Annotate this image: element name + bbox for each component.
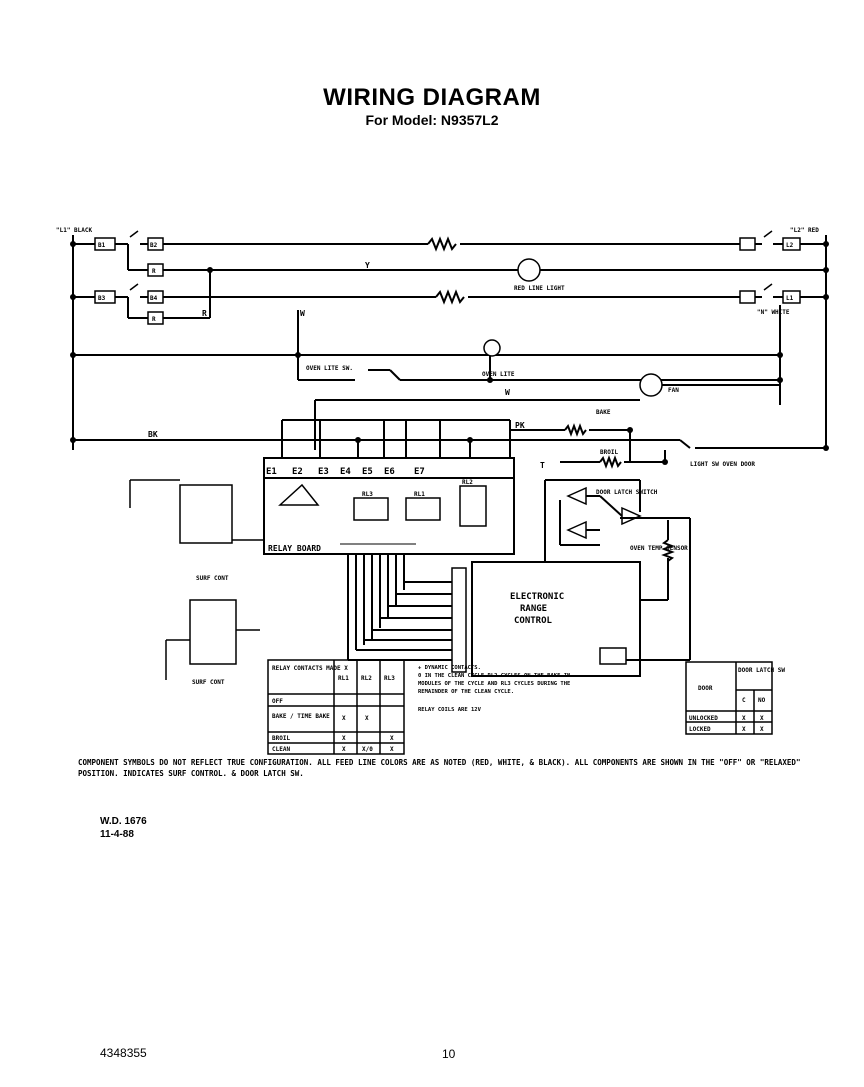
terminal-r2-label: R (152, 316, 156, 323)
wire-code: T (540, 461, 545, 470)
relay-row-rl2: X (365, 715, 369, 722)
latch-subheader: C (742, 697, 746, 704)
pin-label: E6 (384, 467, 395, 477)
relay-row-rl1: X (342, 735, 346, 742)
relay-board-label: RELAY BOARD (268, 544, 321, 553)
part-number: 4348355 (100, 1046, 147, 1060)
component-note: COMPONENT SYMBOLS DO NOT REFLECT TRUE CO… (78, 758, 801, 778)
latch-row-label: UNLOCKED (689, 715, 718, 722)
relay-table-header: RL3 (384, 675, 395, 682)
latch-table (685, 661, 773, 735)
terminal-l2-label: L2 (786, 242, 794, 249)
relay-label: RL1 (414, 491, 425, 498)
relay-row-label: OFF (272, 698, 283, 705)
latch-row-c: X (742, 715, 746, 722)
fan-label: FAN (668, 387, 679, 394)
latch-subheader: NO (758, 697, 766, 704)
terminal-b2-label: B2 (150, 242, 158, 249)
wd-number: W.D. 1676 (100, 816, 147, 827)
relay-row-label: CLEAN (272, 746, 290, 753)
latch-row-c: X (742, 726, 746, 733)
oven-temp-sensor-label: OVEN TEMP SENSOR (630, 545, 688, 552)
control-line-1: ELECTRONIC (510, 592, 564, 602)
latch-row-no: X (760, 715, 764, 722)
page-number: 10 (442, 1047, 456, 1061)
latch-header: DOOR (698, 685, 713, 692)
terminal-l1 (782, 290, 801, 304)
terminal-l2 (782, 237, 801, 251)
wire-code: BK (148, 430, 158, 439)
terminal-b3 (94, 290, 116, 304)
relay-table-header: RELAY CONTACTS MADE X (272, 665, 348, 672)
surf-cont-2-label: SURF CONT (192, 679, 225, 686)
light-sw-label: LIGHT SW OVEN DOOR (690, 461, 755, 468)
control-line-2: RANGE (520, 604, 547, 614)
pin-label: E7 (414, 467, 425, 477)
oven-light-icon (483, 339, 501, 357)
relay-table-header: RL2 (361, 675, 372, 682)
terminal-b3-label: B3 (98, 295, 106, 302)
relay-table-header: RL1 (338, 675, 349, 682)
terminal-l1-label: L1 (786, 295, 794, 302)
wire-code: PK (515, 421, 525, 430)
relay-notes: + DYNAMIC CONTACTS. 0 IN THE CLEAN CYCLE… (418, 665, 571, 713)
terminal-b2 (147, 237, 164, 251)
wd-block: W.D. 1676 11-4-88 (100, 815, 147, 841)
l2-label: "L2" RED (790, 227, 819, 234)
relay-row-rl3: X (390, 735, 394, 742)
pin-label: E2 (292, 467, 303, 477)
relay-table (267, 659, 405, 755)
broil-label: BROIL (600, 449, 618, 456)
red-light-label: RED LINE LIGHT (514, 285, 565, 292)
relay-row-label: BAKE / TIME BAKE (272, 713, 330, 720)
latch-row-label: LOCKED (689, 726, 711, 733)
wire-code: Y (365, 261, 370, 270)
relay-row-rl1: X (342, 746, 346, 753)
oven-light-label: OVEN LITE (482, 371, 515, 378)
relay-label: RL3 (362, 491, 373, 498)
relay-row-label: BROIL (272, 735, 290, 742)
terminal-r1 (147, 263, 164, 277)
relay-note: 0 IN THE CLEAN CYCLE RL2 CYCLES ON THE B… (418, 673, 571, 695)
wire-code: R (202, 309, 207, 318)
wd-date: 11-4-88 (100, 829, 134, 840)
red-light-icon (517, 258, 541, 282)
pin-label: E1 (266, 467, 277, 477)
terminal-r2 (147, 311, 164, 325)
pin-label: E4 (340, 467, 351, 477)
latch-header: DOOR LATCH SW (738, 667, 785, 674)
terminal-b1-label: B1 (98, 242, 106, 249)
oven-lite-sw-label: OVEN LITE SW. (306, 365, 353, 372)
latch-row-no: X (760, 726, 764, 733)
relay-row-rl1: X (342, 715, 346, 722)
l1-label: "L1" BLACK (56, 227, 93, 234)
fan-icon (639, 373, 663, 397)
model-subtitle: For Model: N9357L2 (365, 112, 499, 128)
control-line-3: CONTROL (514, 616, 553, 626)
pin-label: E5 (362, 467, 373, 477)
terminal-r1-label: R (152, 268, 156, 275)
relay-note: + DYNAMIC CONTACTS. (418, 665, 481, 671)
relay-row-rl3: X (390, 746, 394, 753)
wire-code: W (505, 388, 510, 397)
wire-code: W (300, 309, 305, 318)
pin-label: E3 (318, 467, 329, 477)
page-title: WIRING DIAGRAM (323, 84, 541, 111)
relay-note: RELAY COILS ARE 12V (418, 707, 481, 713)
terminal-b4 (147, 290, 164, 304)
terminal-b4-label: B4 (150, 295, 158, 302)
relay-row-rl2: X/0 (362, 746, 373, 753)
relay-label: RL2 (462, 479, 473, 486)
terminal-b1 (94, 237, 116, 251)
n-label: "N" WHITE (757, 309, 790, 316)
surf-cont-1-label: SURF CONT (196, 575, 229, 582)
bake-label: BAKE (596, 409, 611, 416)
door-latch-label: DOOR LATCH SWITCH (596, 489, 658, 496)
